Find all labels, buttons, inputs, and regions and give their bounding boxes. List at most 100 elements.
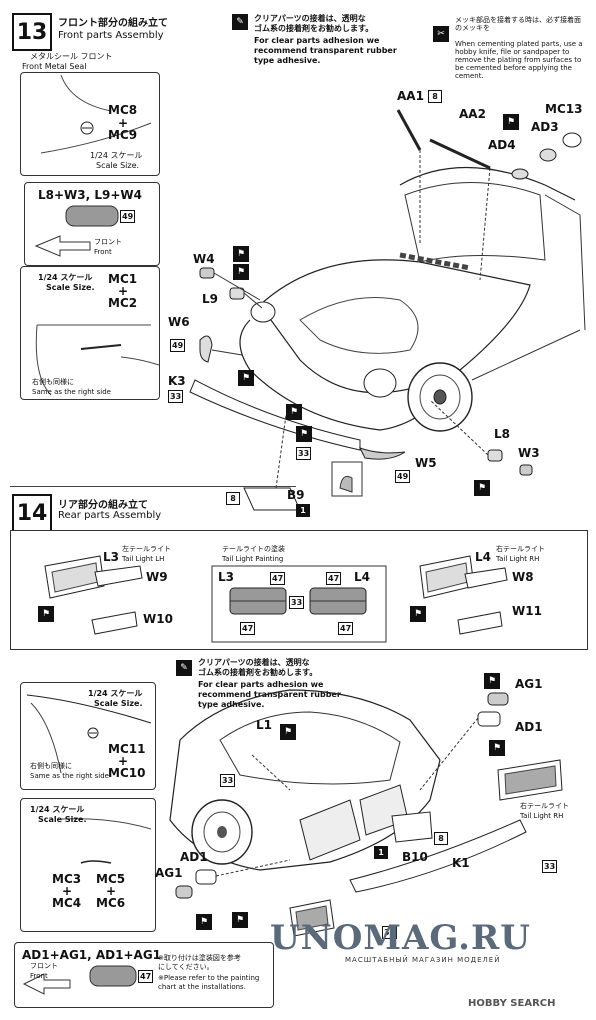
step-14-number: 14 [12,494,52,532]
glue-icon-l1: ⚑ [280,724,296,740]
rear-k1-num: 33 [542,860,558,873]
step-13-title-jp: フロント部分の組み立て [58,18,168,29]
front-jp-b: フロント [30,962,58,970]
scale-b-jp: 1/24 スケール [30,805,85,814]
mc5-label: MC5 [96,872,126,886]
part-l8: L8 [494,427,510,441]
mc1-plus: + [118,284,129,298]
front-en-b: Front [30,972,48,980]
mc8-plus: + [118,116,129,130]
clear-note-jp-b: クリアパーツの接着は、透明な ゴム系の接着剤をお勧めします。 [198,658,318,677]
tail-l4: L4 [475,550,491,564]
lamp-combo-label: L8+W3, L9+W4 [38,188,143,202]
part-w3: W3 [518,446,540,460]
mc11-plus: + [118,754,129,768]
glue-icon-w4: ⚑ [233,246,249,262]
part-k3: K3 [168,374,186,388]
paint-num-47a: 47 [270,572,286,585]
rear-badge-box [20,798,156,932]
paint-num-47b: 47 [326,572,342,585]
rear-b10-num8: 8 [434,832,448,845]
left-tail-en: Tail Light LH [122,555,165,563]
cement-icon: ✂ [433,26,449,42]
paint-l3: L3 [218,570,234,584]
hobby-search-text: HOBBY SEARCH [468,998,556,1009]
right-tail-jp-b: 右テールライト [520,802,569,810]
side-emblem-sketch [35,324,160,396]
rear-b10-num1: 1 [374,846,388,859]
install-note-en: ※Please refer to the painting chart at t… [158,974,260,991]
part-w5: W5 [415,456,437,470]
rear-tail-num: 33 [382,926,398,939]
rear-badge-sketch [60,818,152,864]
lamp-combo-num: 49 [120,210,136,223]
tail-w11: W11 [512,604,542,618]
scale-jp: 1/24 スケール [90,151,143,160]
step-divider [10,486,296,487]
mc2-label: MC2 [108,296,138,310]
mc11-label: MC11 [108,742,146,756]
mc1-label: MC1 [108,272,138,286]
marker-combo-label: AD1+AG1, AD1+AG1 [22,948,162,962]
install-note-jp: ※取り付けは塗装図を参考 にしてください。 [158,954,241,971]
glue-icon-ad1: ⚑ [489,740,505,756]
part-aa2: AA2 [459,107,486,121]
step-13-title-en: Front parts Assembly [58,30,164,41]
tail-paint-en: Tail Light Painting [222,555,284,563]
metal-seal-jp: メタルシール フロント [30,52,113,61]
glue-icon-k3: ⚑ [286,404,302,420]
part-k3-num: 33 [168,390,184,403]
tail-paint-jp: テールライトの塗装 [222,545,285,553]
glue-icon-aa2: ⚑ [503,114,519,130]
hobby-search-logo: HOBBY SEARCH [468,998,555,1009]
glue-icon-w5: ⚑ [296,426,312,442]
part-aa1: AA1 [397,89,424,103]
mc9-label: MC9 [108,128,138,142]
scale2-jp: 1/24 スケール [38,273,93,282]
clear-note-en: For clear parts adhesion we recommend tr… [254,36,397,65]
paint-l4: L4 [354,570,370,584]
paint-num-47c: 47 [240,622,256,635]
glue-icon-ag1: ⚑ [484,673,500,689]
plated-note-jp: メッキ部品を接着する時は、必ず接着面のメッキを [455,16,581,32]
right-tail-en-b: Tail Light RH [520,812,564,820]
watermark-main: UNOMAG.RU [270,918,531,958]
tail-w10: W10 [143,612,173,626]
watermark-sub: МАСШТАБНЫЙ МАГАЗИН МОДЕЛЕЙ [345,956,501,964]
side-emblem-box [20,266,160,400]
scale-en: Scale Size. [96,161,140,170]
glue-icon-w6: ⚑ [238,370,254,386]
mc5-plus: + [106,884,117,898]
clear-note-jp: クリアパーツの接着は、透明な ゴム系の接着剤をお勧めします。 [254,14,374,33]
clear-note-en-b: For clear parts adhesion we recommend tr… [198,680,341,709]
glue-icon-l3: ⚑ [38,606,54,622]
scale2-en: Scale Size. [46,283,95,292]
part-l9: L9 [202,292,218,306]
scale-a-en: Scale Size. [94,699,143,708]
left-tail-jp: 左テールライト [122,545,171,553]
mc3-plus: + [62,884,73,898]
front-en-a: Front [94,248,112,256]
front-jp-a: フロント [94,238,122,246]
glue-icon-ad1-left: ⚑ [196,914,212,930]
rear-b10: B10 [402,850,428,864]
part-ad4: AD4 [488,138,516,152]
scale-a-jp: 1/24 スケール [88,689,143,698]
scale-b-en: Scale Size. [38,815,87,824]
paint-num-33: 33 [289,596,305,609]
part-b9: B9 [287,488,305,502]
plated-note-en: When cementing plated parts, use a hobby… [455,40,583,80]
part-k3-num-b: 33 [296,447,312,460]
mc8-label: MC8 [108,103,138,117]
rear-ag1: AG1 [515,677,543,691]
part-w5-num: 49 [395,470,411,483]
glue-icon-l4: ⚑ [410,606,426,622]
mc4-label: MC4 [52,896,82,910]
glue-icon-tail-left: ⚑ [232,912,248,928]
part-aa1-num: 8 [428,90,442,103]
rear-ad1: AD1 [515,720,543,734]
tail-w8: W8 [512,570,534,584]
